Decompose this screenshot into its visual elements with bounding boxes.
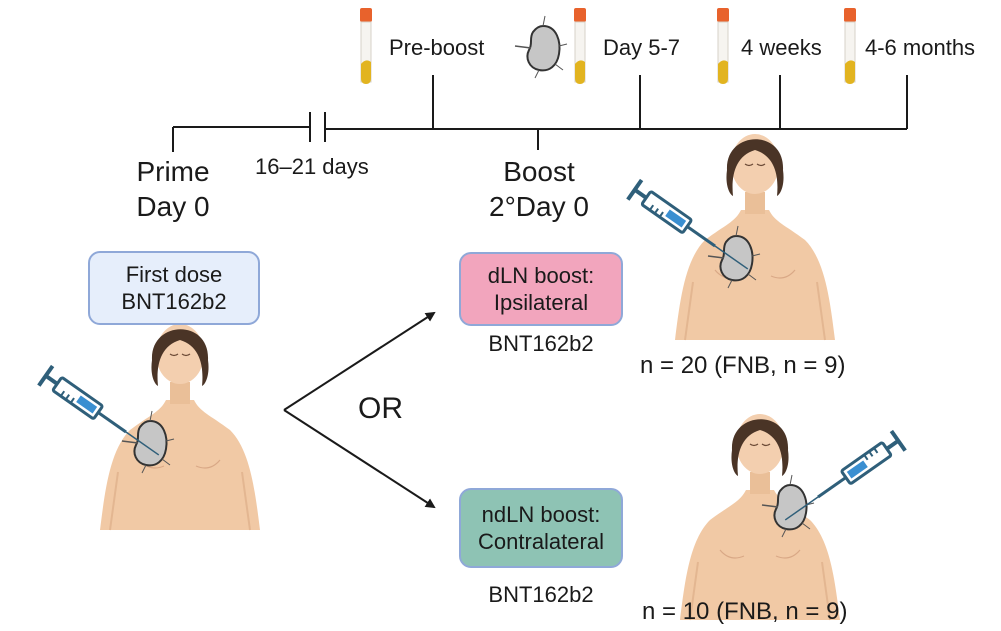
or-label: OR	[358, 392, 403, 425]
first-dose-vaccine: BNT162b2	[121, 289, 227, 314]
interval-label: 16–21 days	[255, 154, 369, 179]
sampling-timeline	[325, 75, 908, 150]
first-dose-title: First dose	[125, 261, 223, 287]
blood-tube-icon	[843, 7, 857, 85]
blood-tube-icon	[573, 7, 587, 85]
branch-arrows	[283, 311, 436, 509]
person-prime-figure	[36, 323, 261, 531]
person-contralateral-figure	[679, 413, 908, 621]
main-timeline	[172, 112, 326, 152]
sample-label-4-6-months: 4-6 months	[865, 35, 976, 60]
prime-day: Day 0	[136, 191, 210, 222]
sample-label-4-weeks: 4 weeks	[741, 35, 822, 60]
ipsilateral-box-side: Ipsilateral	[493, 290, 589, 315]
ipsilateral-boost-box: dLN boost: Ipsilateral	[459, 252, 623, 326]
boost-label: Boost 2°Day 0	[472, 154, 606, 224]
boost-day: 2°Day 0	[489, 191, 589, 222]
prime-title: Prime	[136, 156, 210, 187]
contralateral-count: n = 10 (FNB, n = 9)	[642, 598, 848, 625]
ipsilateral-box-title: dLN boost:	[487, 262, 595, 288]
ipsilateral-count: n = 20 (FNB, n = 9)	[640, 352, 846, 379]
person-ipsilateral-figure	[625, 133, 836, 341]
ipsilateral-vaccine-label: BNT162b2	[488, 331, 594, 356]
contralateral-boost-box: ndLN boost: Contralateral	[459, 488, 623, 568]
blood-tube-icon	[359, 7, 373, 85]
lymph-node-icon	[514, 15, 568, 79]
contralateral-vaccine-label: BNT162b2	[488, 582, 594, 607]
blood-tube-icon	[716, 7, 730, 85]
arrow-to-ipsilateral	[283, 311, 436, 411]
first-dose-box: First dose BNT162b2	[88, 251, 260, 325]
contralateral-box-title: ndLN boost:	[481, 501, 601, 527]
boost-title: Boost	[503, 156, 575, 187]
sample-label-day-5-7: Day 5-7	[603, 35, 681, 60]
prime-label: Prime Day 0	[126, 154, 220, 224]
contralateral-box-side: Contralateral	[478, 529, 604, 554]
sample-label-pre-boost: Pre-boost	[389, 35, 485, 60]
arrow-to-contralateral	[283, 409, 436, 509]
